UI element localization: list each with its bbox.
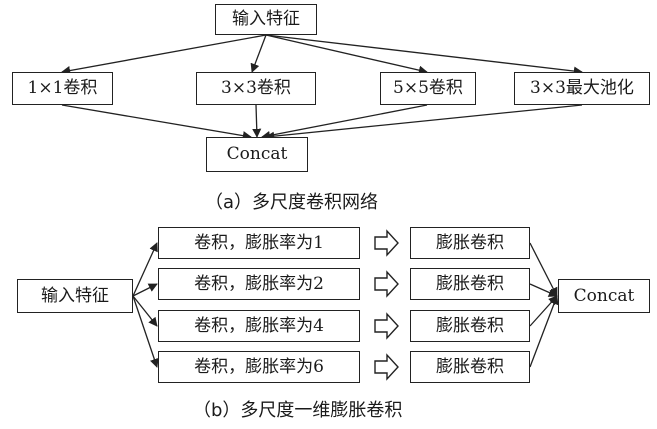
arrow-5x5-to-concat — [261, 104, 428, 140]
panel-b-conv-rate4-node: 卷积，膨胀率为4 — [158, 310, 360, 342]
arrow-3x3-to-concat — [252, 104, 262, 138]
panel-b-input-node: 输入特征 — [17, 279, 133, 313]
arrow-dilated6-to-concat — [529, 295, 559, 368]
block-arrow-row2 — [374, 270, 399, 298]
arrow-dilated1-to-concat — [529, 242, 558, 297]
arrow-input-to-3x3 — [250, 34, 267, 73]
panel-b-conv-rate6-node: 卷积，膨胀率为6 — [158, 351, 360, 383]
arrow-input-to-conv2 — [132, 283, 158, 297]
arrow-input-to-conv6 — [132, 295, 159, 368]
panel-b-dilated-conv-node-3: 膨胀卷积 — [410, 310, 530, 342]
panel-a-branch-5x5-node: 5×5卷积 — [380, 72, 476, 105]
arrow-input-to-conv1 — [132, 242, 158, 297]
arrow-pool-to-concat — [265, 104, 583, 141]
arrow-input-to-1x1 — [61, 34, 267, 76]
panel-b-block-arrows — [374, 229, 399, 381]
panel-b-arrows-out — [529, 242, 559, 368]
block-arrow-row3 — [374, 312, 399, 340]
panel-b-dilated-conv-node-2: 膨胀卷积 — [410, 268, 530, 300]
block-arrow-row1 — [374, 229, 399, 257]
arrow-1x1-to-concat — [61, 104, 252, 141]
arrow-input-to-pool — [265, 34, 583, 76]
arrow-dilated4-to-concat — [529, 295, 558, 327]
panel-b-caption: （b）多尺度一维膨胀卷积 — [193, 400, 403, 421]
panel-a-input-node: 输入特征 — [215, 4, 317, 35]
panel-a-arrows-in — [61, 34, 583, 76]
panel-a-branch-1x1-node: 1×1卷积 — [12, 72, 113, 105]
arrow-dilated2-to-concat — [529, 283, 558, 297]
panel-b-conv-rate1-node: 卷积，膨胀率为1 — [158, 227, 360, 259]
arrow-input-to-conv4 — [132, 295, 158, 327]
panel-a-branch-3x3-node: 3×3卷积 — [196, 72, 316, 105]
arrow-input-to-5x5 — [265, 34, 428, 75]
panel-b-concat-node: Concat — [558, 279, 650, 313]
panel-b-conv-rate2-node: 卷积，膨胀率为2 — [158, 268, 360, 300]
panel-a-caption: （a）多尺度卷积网络 — [205, 192, 379, 213]
panel-b-dilated-conv-node-1: 膨胀卷积 — [410, 227, 530, 259]
panel-b-arrows-in — [132, 242, 159, 368]
panel-b-dilated-conv-node-4: 膨胀卷积 — [410, 351, 530, 383]
panel-a-concat-node: Concat — [206, 137, 308, 172]
panel-a-arrows-out — [61, 104, 583, 141]
block-arrow-row4 — [374, 353, 399, 381]
panel-a-branch-maxpool-node: 3×3最大池化 — [514, 72, 650, 105]
